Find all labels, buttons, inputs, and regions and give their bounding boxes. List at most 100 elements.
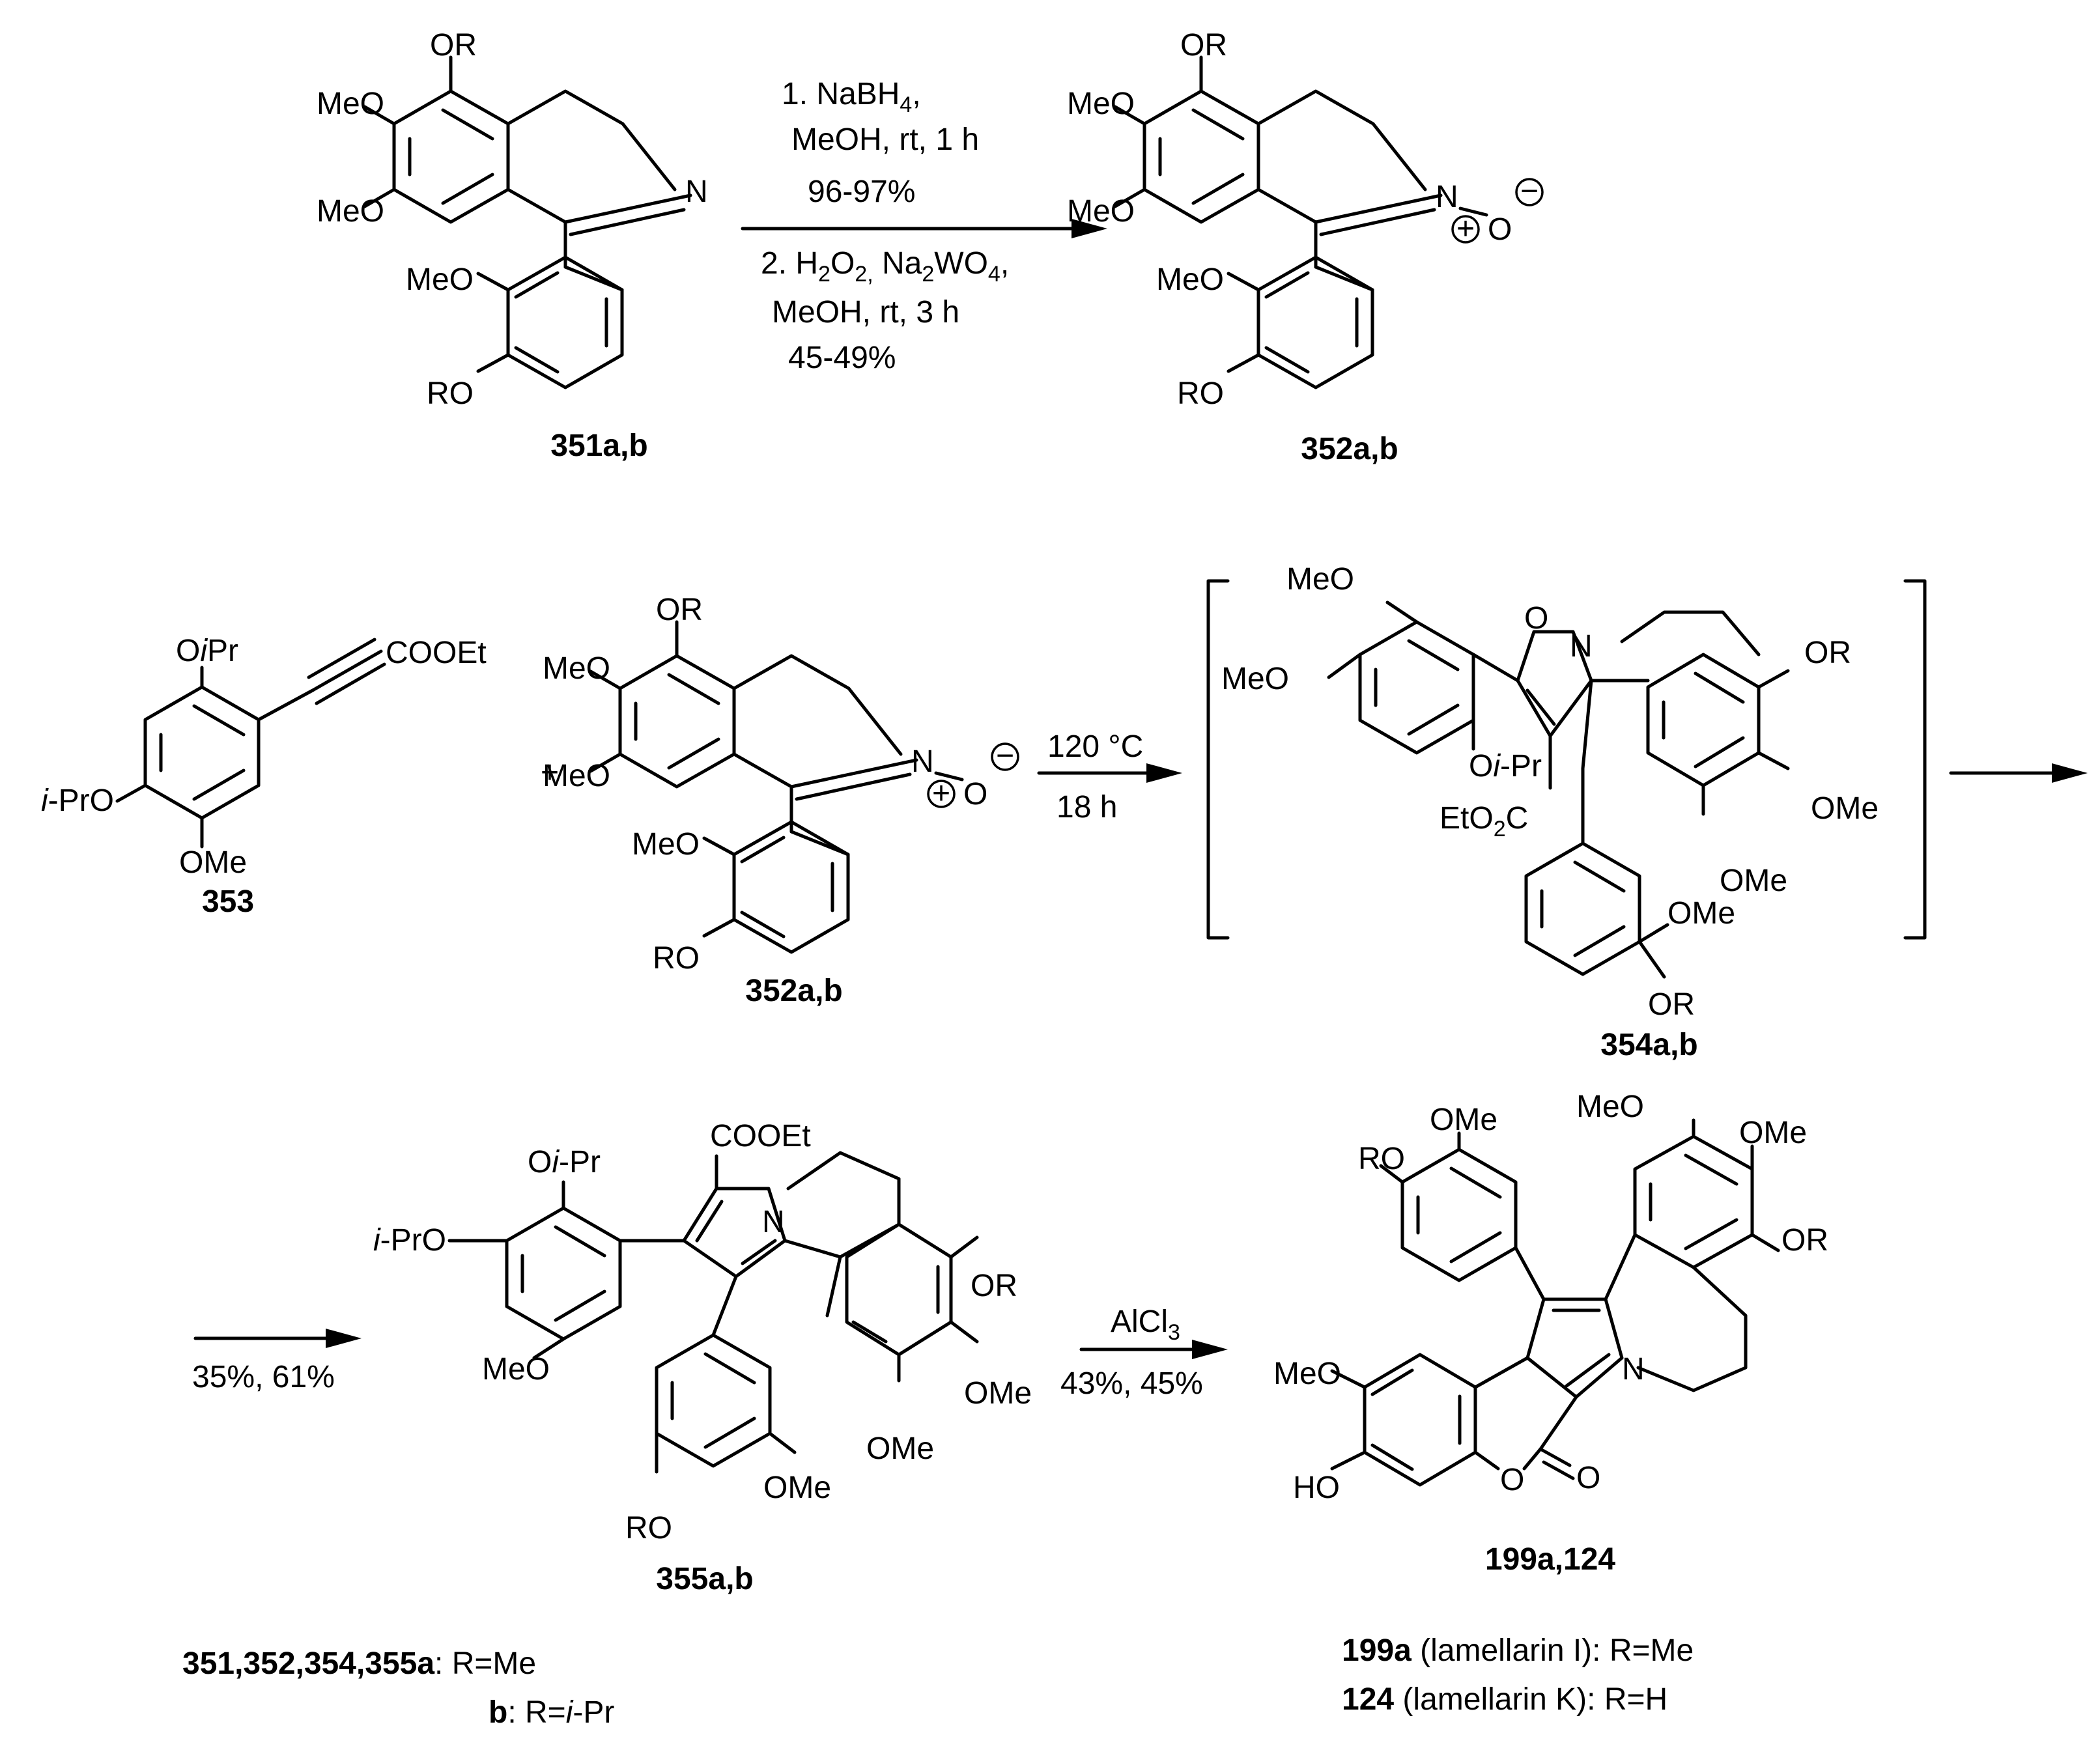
ome-label: OMe xyxy=(1811,791,1879,826)
meo-label: MeO xyxy=(1221,662,1289,696)
arrowhead xyxy=(1146,763,1182,783)
condition-text: MeOH, rt, 3 h xyxy=(772,295,959,330)
meo-label: MeO xyxy=(632,827,700,862)
ome-label: OMe xyxy=(1430,1103,1497,1137)
compound-351: OR MeO MeO N MeO RO 351a,b xyxy=(317,28,708,463)
compound-352: OR MeO MeO N + O − MeO RO 352a,b xyxy=(1067,28,1544,466)
or-label: OR xyxy=(1648,987,1695,1022)
compound-label: 353 xyxy=(202,884,254,919)
arrowhead xyxy=(1071,219,1107,238)
plus-charge-circle xyxy=(1451,215,1480,244)
or-label: OR xyxy=(971,1269,1017,1303)
pyrrole-ring xyxy=(1525,1297,1624,1399)
o-atom: O xyxy=(1524,601,1548,636)
ome-label: OMe xyxy=(1739,1116,1807,1150)
condition-text: 18 h xyxy=(1057,790,1117,825)
compound-355: Oi-Pr COOEt i-PrO MeO N OR OMe OMe OMe R… xyxy=(373,1119,1032,1596)
condition-text: 1. NaBH4, xyxy=(782,77,921,117)
cooet-label: COOEt xyxy=(386,636,487,670)
compound-label: 352a,b xyxy=(1301,432,1398,466)
compound-label: 355a,b xyxy=(656,1562,753,1596)
compound-label: 199a,124 xyxy=(1485,1542,1616,1577)
oipr-label: Oi-Pr xyxy=(1469,749,1542,783)
aromatic-ring xyxy=(1633,1135,1754,1269)
legend-line-1: 351,352,354,355a: R=Me xyxy=(182,1646,536,1681)
condition-text: AlCl3 xyxy=(1111,1304,1180,1345)
o-atom: O xyxy=(1576,1461,1600,1495)
o-atom: O xyxy=(963,777,987,811)
or-label: OR xyxy=(656,593,703,627)
n-atom: N xyxy=(1570,629,1593,664)
compound-label: 351a,b xyxy=(550,429,647,463)
n-atom: N xyxy=(762,1205,785,1239)
meo-label: MeO xyxy=(1067,194,1135,229)
ro-label: RO xyxy=(653,941,700,976)
meo-label: MeO xyxy=(317,194,384,229)
condition-text: 45-49% xyxy=(788,341,896,375)
oipr-label: Oi-Pr xyxy=(528,1145,601,1179)
condition-text: 2. H2O2, Na2WO4, xyxy=(761,246,1009,287)
right-bracket xyxy=(1903,579,1927,940)
meo-label: MeO xyxy=(1067,87,1135,121)
plus-charge: + xyxy=(932,776,950,811)
reaction-arrow-4: AlCl3 43%, 45% xyxy=(1060,1304,1228,1401)
condition-text: 43%, 45% xyxy=(1060,1366,1203,1401)
ome-label: OMe xyxy=(964,1376,1032,1411)
meo-label: MeO xyxy=(406,262,474,297)
compound-label: 354a,b xyxy=(1600,1028,1697,1062)
meo-label: MeO xyxy=(543,651,610,686)
minus-charge-circle xyxy=(1515,178,1544,206)
n-atom: N xyxy=(685,175,708,209)
ro-label: RO xyxy=(1358,1142,1405,1176)
plus-sign: + xyxy=(541,755,559,790)
meo-label: MeO xyxy=(543,759,610,793)
reaction-arrow-2: 120 °C 18 h xyxy=(1037,729,1182,825)
compound-353: OiPr COOEt i-PrO OMe 353 xyxy=(41,634,487,919)
or-label: OR xyxy=(1804,636,1851,670)
compound-label: 352a,b xyxy=(745,974,842,1008)
ome-label: OMe xyxy=(1667,896,1735,931)
n-atom: N xyxy=(911,744,934,779)
n-atom: N xyxy=(1436,180,1458,214)
meo-label: MeO xyxy=(317,87,384,121)
arrowhead xyxy=(326,1329,362,1348)
pyrrole-ring xyxy=(682,1187,787,1278)
ro-label: RO xyxy=(625,1511,672,1545)
meo-label: MeO xyxy=(1576,1090,1644,1124)
meo-label: MeO xyxy=(1273,1357,1341,1391)
minus-charge: − xyxy=(1520,174,1539,208)
legend-line-3: 199a (lamellarin I): R=Me xyxy=(1342,1633,1694,1668)
legend-line-4: 124 (lamellarin K): R=H xyxy=(1342,1682,1667,1717)
ro-label: RO xyxy=(1177,376,1224,411)
or-label: OR xyxy=(430,28,477,63)
minus-charge-circle xyxy=(991,742,1019,771)
or-label: OR xyxy=(1180,28,1227,63)
meo-label: MeO xyxy=(1286,562,1354,597)
aromatic-ring xyxy=(1524,841,1641,976)
condition-text: MeOH, rt, 1 h xyxy=(791,122,979,157)
o-atom: O xyxy=(1488,212,1512,247)
condition-text: 96-97% xyxy=(808,175,915,209)
cooet-label: COOEt xyxy=(710,1119,811,1153)
compound-352: OR MeO MeO N + O − MeO RO 352a,b xyxy=(543,593,1019,1008)
legend-line-2: b: R=i-Pr xyxy=(489,1695,614,1730)
reaction-arrow-3a xyxy=(1949,763,2088,783)
o-atom: O xyxy=(1500,1463,1524,1497)
compound-199a-124: RO OMe MeO OMe OR MeO N HO O O 199a,124 xyxy=(1273,1090,1828,1577)
n-atom: N xyxy=(1622,1352,1645,1387)
minus-charge: − xyxy=(996,739,1014,773)
aromatic-ring xyxy=(655,1333,772,1468)
reaction-arrow-3b: 35%, 61% xyxy=(192,1329,362,1394)
ome-label: OMe xyxy=(763,1471,831,1505)
ipro-label: i-PrO xyxy=(373,1223,446,1258)
oipr-label: OiPr xyxy=(176,634,238,668)
meo-label: MeO xyxy=(482,1352,550,1387)
ome-label: OMe xyxy=(1720,864,1787,898)
left-bracket xyxy=(1206,579,1230,940)
legend: 351,352,354,355a: R=Me b: R=i-Pr 199a (l… xyxy=(182,1633,1694,1730)
plus-charge: + xyxy=(1456,212,1475,246)
or-label: OR xyxy=(1781,1223,1828,1258)
reaction-arrow-1: 1. NaBH4, MeOH, rt, 1 h 96-97% 2. H2O2, … xyxy=(741,77,1107,375)
ome-label: OMe xyxy=(179,845,247,880)
